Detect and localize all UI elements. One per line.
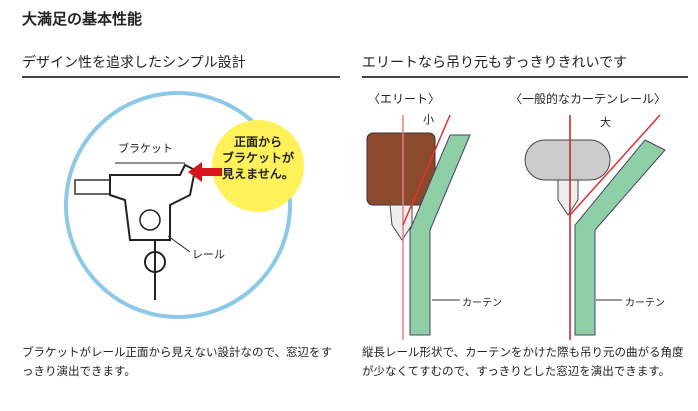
callout-line: ブラケットが: [222, 151, 295, 165]
rail-label: レール: [192, 248, 225, 261]
elite-label: 〈エリート〉: [368, 92, 441, 106]
page-title: 大満足の基本性能: [22, 10, 143, 28]
detail-circle: [64, 91, 292, 319]
right-description: 縦長レール形状で、カーテンをかけた際も吊り元の曲がる角度が少なくてすむので、すっ…: [362, 345, 684, 378]
rail: [109, 163, 197, 241]
elite-angle-line: [402, 114, 451, 226]
elite-runner: [389, 204, 413, 241]
left-description: ブラケットがレール正面から見えない設計なので、窓辺をすっきり演出できます。: [22, 345, 333, 378]
left-heading: デザイン性を追求したシンプル設計: [22, 55, 246, 71]
large-angle-label: 大: [600, 116, 611, 129]
left-divider: [22, 76, 340, 78]
right-divider: [362, 76, 688, 78]
callout-bubble: [212, 120, 304, 212]
curtain-label: カーテン: [462, 298, 502, 309]
general-runner: [557, 179, 579, 216]
elite-curtain: [409, 134, 471, 336]
right-heading: エリートなら吊り元もすっきりきれいです: [362, 55, 628, 71]
small-angle-label: 小: [423, 113, 434, 126]
callout-line: 正面から: [233, 135, 282, 149]
callout-text: 正面から ブラケットが 見えません。: [222, 134, 294, 182]
general-curtain: [574, 139, 666, 336]
curtain-label: カーテン: [625, 298, 665, 309]
general-angle-line: [569, 114, 661, 216]
runner-wheel: [139, 209, 161, 231]
rail-pointer: [167, 235, 191, 253]
callout-line: 見えません。: [222, 167, 294, 181]
bracket-label: ブラケット: [118, 142, 173, 155]
arrow-icon: [188, 162, 222, 182]
general-bracket: [524, 139, 611, 181]
general-label: 〈一般的なカーテンレール〉: [510, 92, 667, 106]
